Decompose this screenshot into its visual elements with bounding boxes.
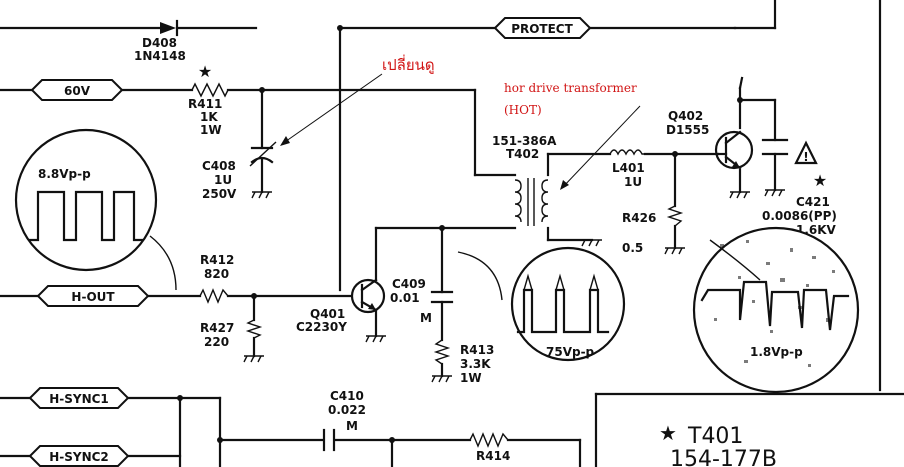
svg-text:1.8Vp-p: 1.8Vp-p [750, 345, 803, 359]
transformer-t401-label: ★ T401 154-177B [659, 421, 777, 467]
svg-text:250V: 250V [202, 187, 237, 201]
junction-dots [177, 25, 743, 443]
capacitor-c408: C408 1U 250V [202, 141, 277, 201]
svg-text:1W: 1W [200, 123, 222, 137]
svg-text:L401: L401 [612, 161, 645, 175]
waveform-bubble-3: 1.8Vp-p [692, 226, 860, 394]
svg-text:R411: R411 [188, 97, 222, 111]
svg-text:C2230Y: C2230Y [296, 320, 347, 334]
svg-text:T401: T401 [687, 424, 743, 449]
svg-text:151-386A: 151-386A [492, 134, 557, 148]
v60-tag: 60V [30, 79, 124, 101]
svg-text:60V: 60V [64, 84, 91, 98]
svg-text:เปลี่ยนดู: เปลี่ยนดู [382, 54, 435, 74]
svg-text:M: M [346, 419, 358, 433]
svg-text:PROTECT: PROTECT [511, 22, 573, 36]
svg-text:★: ★ [659, 421, 677, 445]
svg-text:3.3K: 3.3K [460, 357, 491, 371]
capacitor-c410: C410 0.022 M [322, 389, 366, 452]
svg-text:C408: C408 [202, 159, 236, 173]
resistor-r426: R426 0.5 [622, 205, 685, 255]
svg-text:D408: D408 [142, 36, 177, 50]
svg-text:75Vp-p: 75Vp-p [546, 345, 595, 359]
svg-text:Q401: Q401 [310, 307, 345, 321]
svg-text:H-OUT: H-OUT [71, 290, 115, 304]
svg-text:Q402: Q402 [668, 109, 703, 123]
svg-text:1W: 1W [460, 371, 482, 385]
capacitor-c421: ! ★ C421 0.0086(PP) 1.6KV [761, 138, 837, 237]
resistor-r412: R412 820 [199, 253, 234, 304]
transistor-q401: Q401 C2230Y [296, 278, 386, 343]
inductor-l401: L401 1U [609, 149, 645, 189]
svg-text:820: 820 [204, 267, 229, 281]
resistor-r427: R427 220 [200, 319, 264, 363]
transformer-t402: 151-386A T402 [492, 134, 602, 247]
resistor-r413: R413 3.3K 1W [431, 339, 494, 385]
annotation-thai-note: เปลี่ยนดู [280, 54, 435, 146]
svg-text:1U: 1U [624, 175, 642, 189]
h-sync2-tag: H-SYNC2 [28, 445, 130, 467]
waveform-bubble-1: 8.8Vp-p [14, 128, 177, 291]
svg-text:0.022: 0.022 [328, 403, 366, 417]
svg-text:1K: 1K [200, 110, 218, 124]
svg-text:154-177B: 154-177B [670, 447, 777, 467]
svg-text:D1555: D1555 [666, 123, 709, 137]
protect-tag: PROTECT [493, 17, 592, 39]
h-sync1-tag: H-SYNC1 [28, 387, 130, 409]
svg-text:R426: R426 [622, 211, 656, 225]
svg-text:hor drive transformer: hor drive transformer [504, 81, 637, 95]
svg-text:0.5: 0.5 [622, 241, 643, 255]
svg-text:C421: C421 [796, 195, 830, 209]
resistor-r411: ★ R411 1K 1W [188, 62, 229, 137]
svg-text:T402: T402 [506, 147, 539, 161]
svg-text:(HOT): (HOT) [504, 103, 542, 117]
transistor-q402: Q402 D1555 [666, 109, 754, 199]
svg-text:R427: R427 [200, 321, 234, 335]
svg-text:8.8Vp-p: 8.8Vp-p [38, 167, 91, 181]
svg-text:1U: 1U [214, 173, 232, 187]
svg-text:R414: R414 [476, 449, 510, 463]
diode-d408: D408 1N4148 [134, 19, 186, 63]
svg-text:R413: R413 [460, 343, 494, 357]
svg-text:H-SYNC1: H-SYNC1 [49, 392, 109, 406]
svg-text:★: ★ [198, 62, 212, 81]
svg-text:C410: C410 [330, 389, 364, 403]
svg-text:0.01: 0.01 [390, 291, 420, 305]
svg-text:★: ★ [813, 171, 827, 190]
svg-text:C409: C409 [392, 277, 426, 291]
svg-text:220: 220 [204, 335, 229, 349]
svg-text:!: ! [803, 150, 808, 164]
resistor-r414: R414 [469, 432, 510, 463]
capacitor-c409: C409 0.01 M [390, 277, 454, 325]
h-out-tag: H-OUT [36, 285, 150, 307]
svg-text:1N4148: 1N4148 [134, 49, 186, 63]
svg-text:M: M [420, 311, 432, 325]
svg-text:H-SYNC2: H-SYNC2 [49, 450, 109, 464]
waveform-bubble-2: 75Vp-p [457, 246, 626, 362]
annotation-hot: hor drive transformer (HOT) [504, 81, 641, 190]
svg-text:R412: R412 [200, 253, 234, 267]
svg-text:0.0086(PP): 0.0086(PP) [762, 209, 837, 223]
